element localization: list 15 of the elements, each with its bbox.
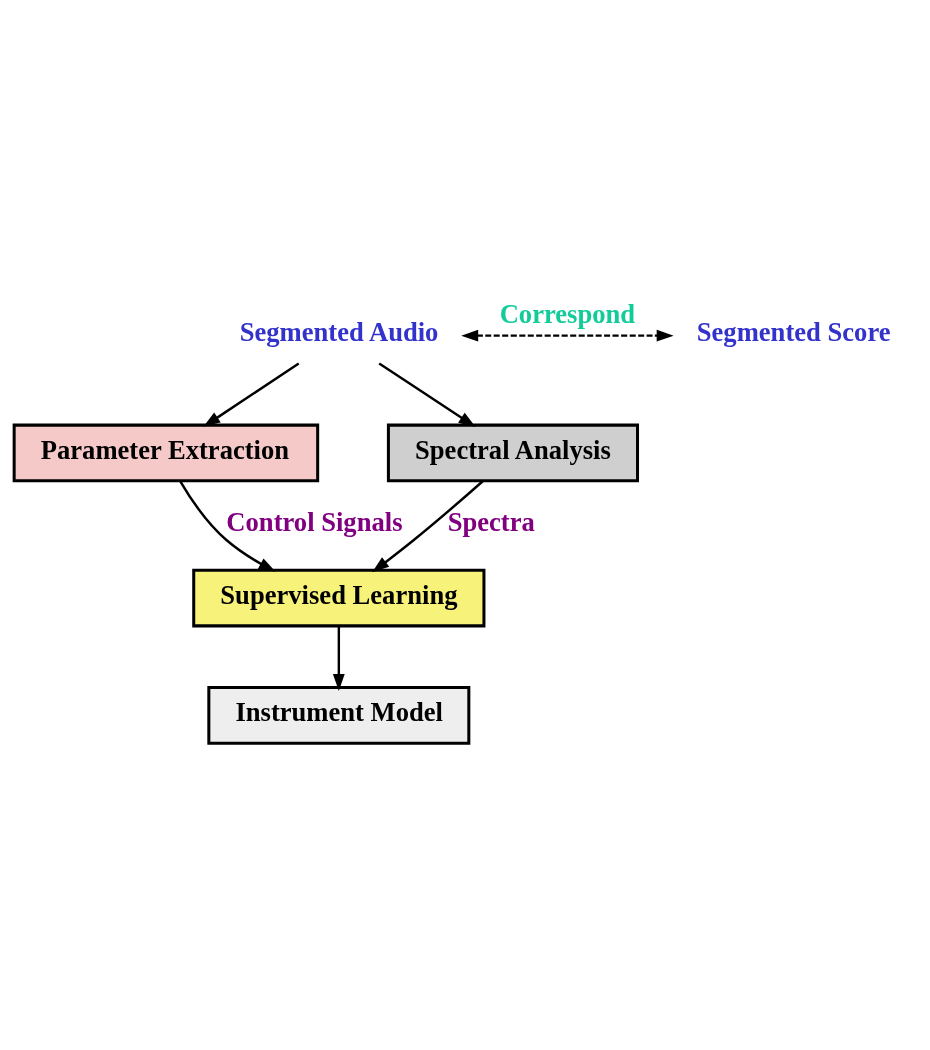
edge-label: Spectra: [447, 506, 535, 537]
arrow: [378, 362, 476, 427]
node-box: Parameter Extraction: [12, 423, 319, 482]
arrow: [332, 625, 345, 691]
edge-label: Control Signals: [225, 506, 402, 537]
node-box: Spectral Analysis: [386, 423, 639, 482]
arrow: [202, 362, 299, 427]
node-text: Segmented Score: [696, 316, 891, 347]
arrow: [371, 479, 484, 572]
node-box: Instrument Model: [206, 685, 470, 745]
node-text: Segmented Audio: [239, 316, 438, 347]
arrow: [460, 329, 674, 342]
arrow: [178, 479, 276, 572]
edge-label: Correspond: [499, 298, 635, 329]
node-box: Supervised Learning: [191, 568, 485, 627]
